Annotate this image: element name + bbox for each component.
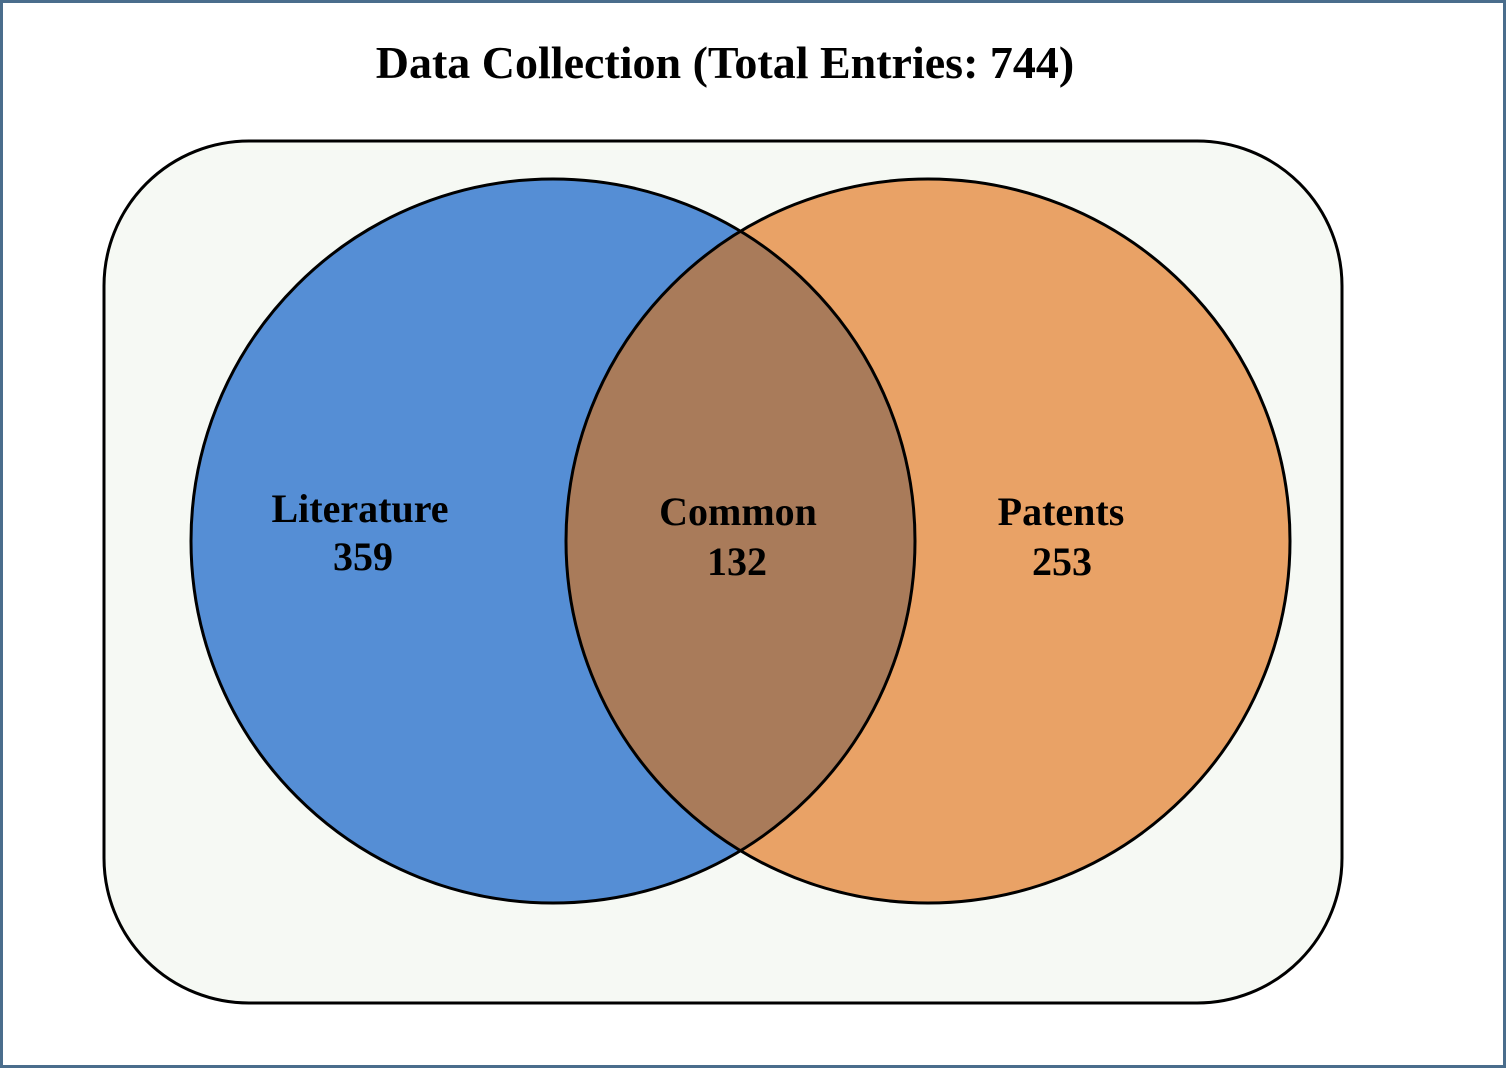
literature-label: Literature xyxy=(272,486,449,531)
literature-outline xyxy=(189,177,917,905)
patents-outline xyxy=(564,177,1292,905)
diagram-title: Data Collection (Total Entries: 744) xyxy=(375,37,1075,88)
common-count: 132 xyxy=(707,539,767,584)
patents-label: Patents xyxy=(998,489,1125,534)
common-label: Common xyxy=(659,489,817,534)
overlap-region xyxy=(566,179,915,903)
patents-count: 253 xyxy=(1032,539,1092,584)
literature-count: 359 xyxy=(333,534,393,579)
